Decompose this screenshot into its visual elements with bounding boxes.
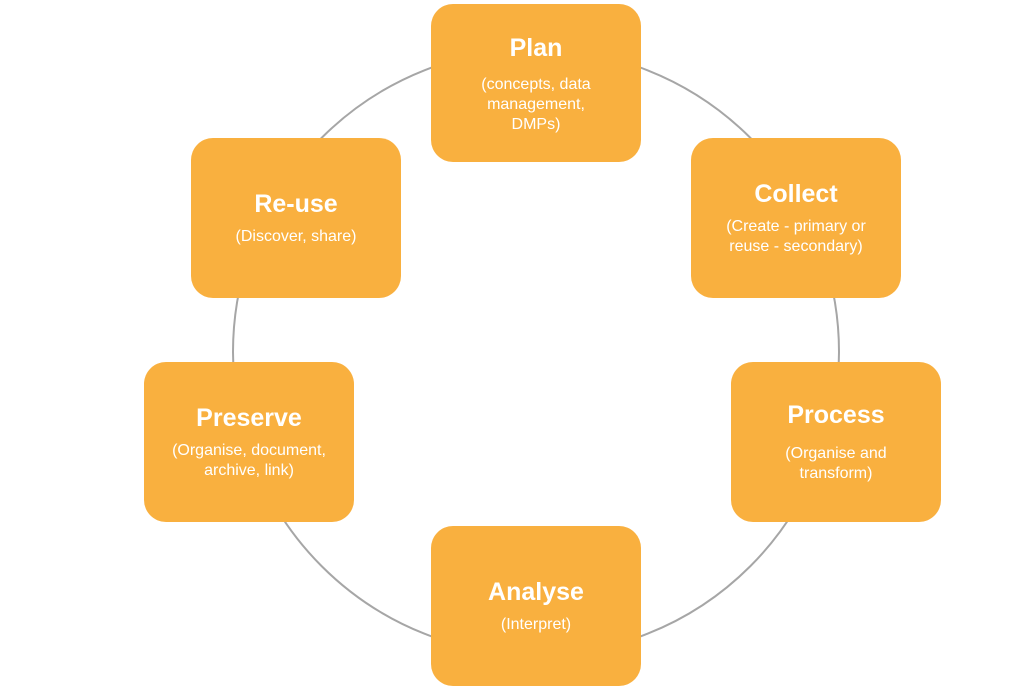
stage-analyse: Analyse (Interpret) <box>431 526 641 686</box>
stage-process-title: Process <box>787 401 885 429</box>
stage-reuse-description: (Discover, share) <box>235 228 357 245</box>
stage-process: Process (Organise and transform) <box>731 362 941 522</box>
stage-process-description: (Organise and transform) <box>785 445 887 482</box>
stage-preserve: Preserve (Organise, document, archive, l… <box>144 362 354 522</box>
stage-plan-title: Plan <box>509 34 563 62</box>
stage-plan-description: (concepts, data management, DMPs) <box>481 76 591 133</box>
stage-analyse-description: (Interpret) <box>500 616 572 633</box>
stage-preserve-description: (Organise, document, archive, link) <box>172 442 326 479</box>
stage-reuse-title: Re-use <box>254 190 338 218</box>
stage-collect-title: Collect <box>754 180 838 208</box>
stage-collect-description: (Create - primary or reuse - secondary) <box>726 218 866 255</box>
stage-preserve-title: Preserve <box>196 404 302 432</box>
stage-reuse: Re-use (Discover, share) <box>191 138 401 298</box>
stage-plan: Plan (concepts, data management, DMPs) <box>431 4 641 162</box>
stage-analyse-title: Analyse <box>488 578 584 606</box>
stage-collect: Collect (Create - primary or reuse - sec… <box>691 138 901 298</box>
